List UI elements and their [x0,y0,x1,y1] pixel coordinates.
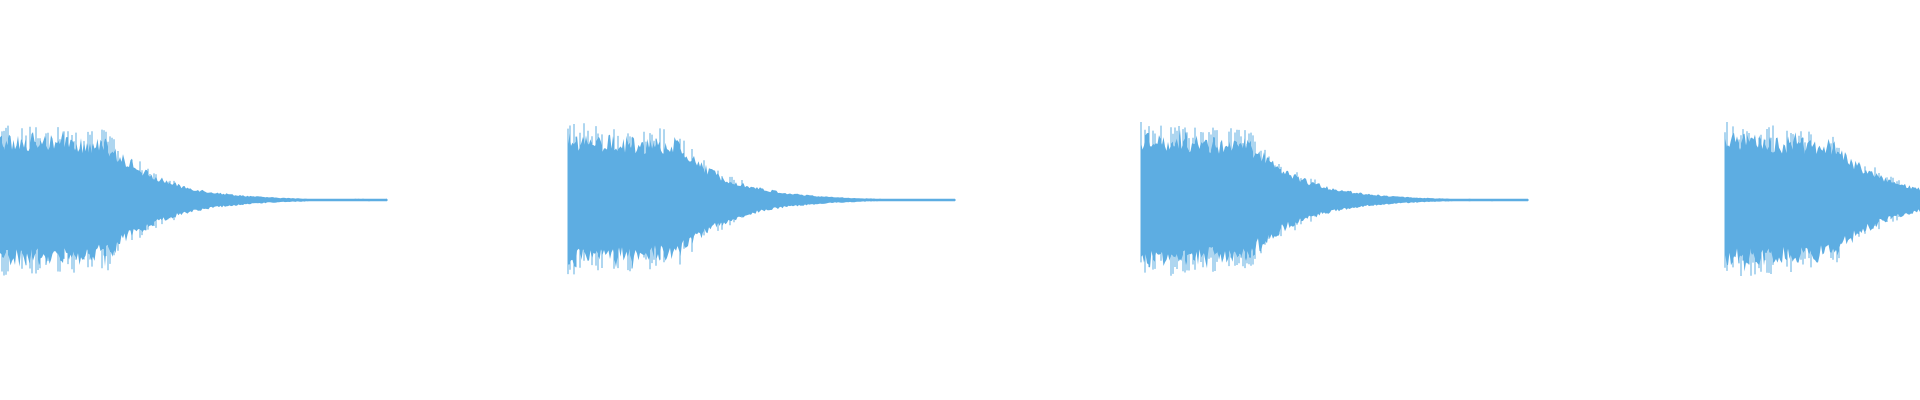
waveform-body [1141,129,1528,269]
waveform-clip-4 [1724,122,1920,276]
waveform-clip-3 [1140,122,1529,276]
waveform-clip-1 [0,125,388,276]
waveform-body [1725,132,1920,272]
waveform-clip-2 [567,123,956,275]
waveform-body [0,130,387,267]
waveform-body [568,133,955,269]
